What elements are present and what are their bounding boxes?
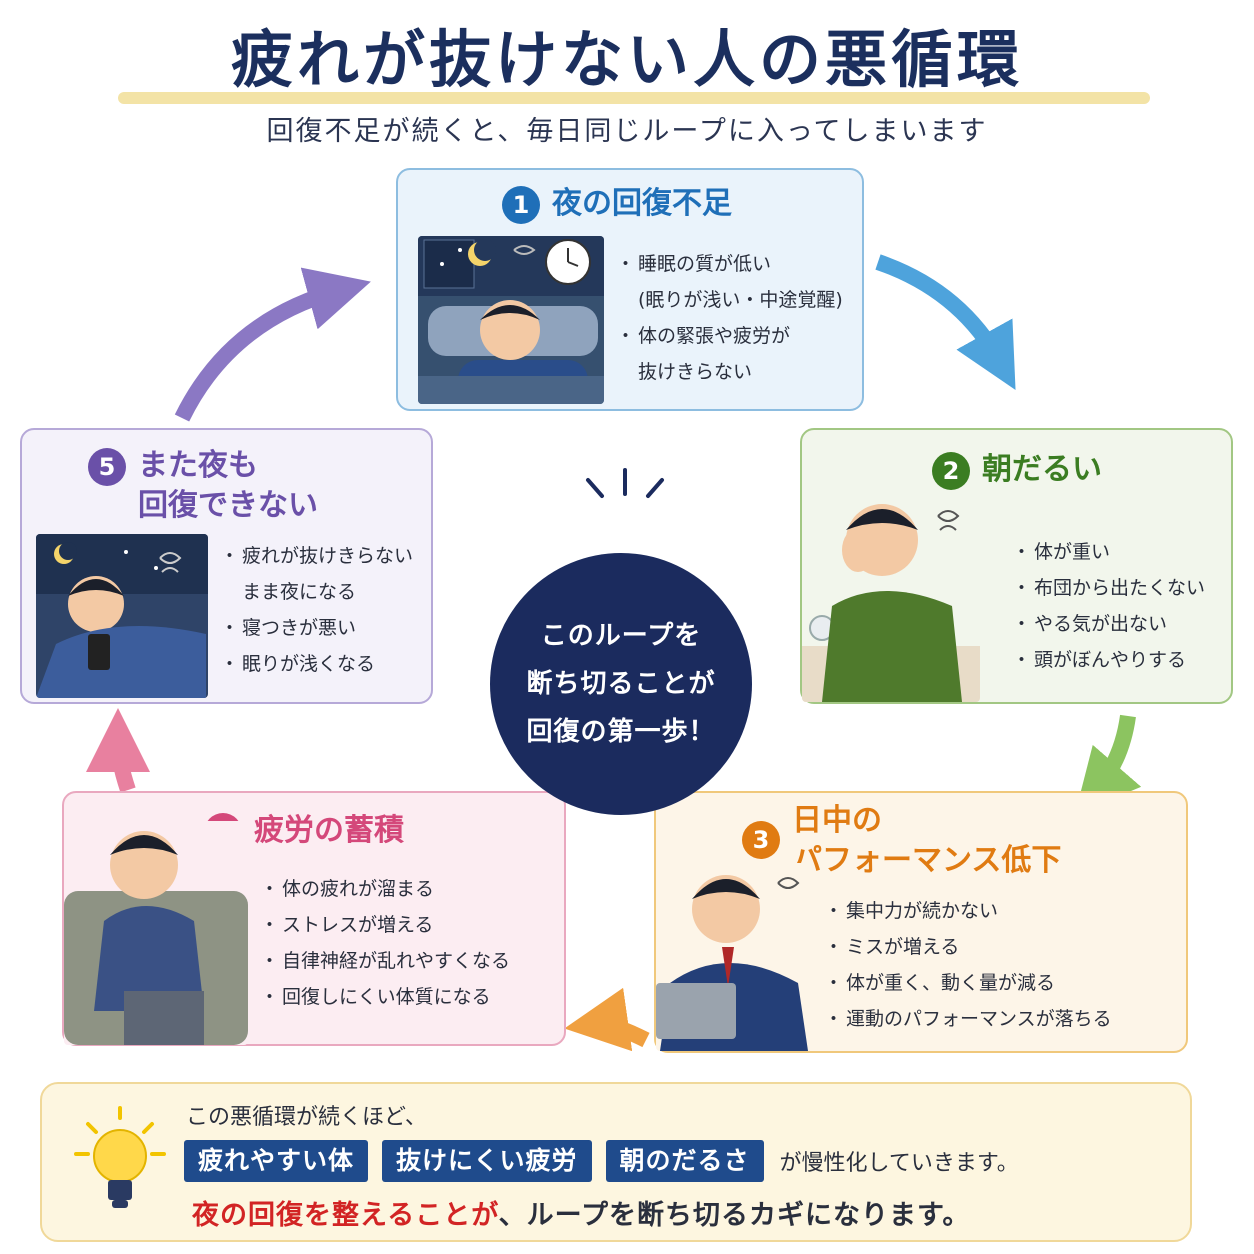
summary-line-1: この悪循環が続くほど、 bbox=[186, 1105, 427, 1130]
step-1-heading: 1 夜の回復不足 bbox=[502, 184, 732, 224]
step-3-item: 集中力が続かない bbox=[824, 893, 1112, 929]
summary-tag: 抜けにくい疲労 bbox=[382, 1140, 592, 1182]
tired-office-worker-illustration bbox=[656, 863, 814, 1051]
step-2-item: やる気が出ない bbox=[1012, 606, 1205, 642]
step-card-3: 3 日中の パフォーマンス低下 集中力が続かない ミスが増える 体が重く、動く量… bbox=[654, 791, 1188, 1053]
arrow-5-to-1 bbox=[174, 267, 371, 422]
center-line-3: 回復の第一歩！ bbox=[526, 717, 716, 747]
step-3-item: 体が重く、動く量が減る bbox=[824, 965, 1112, 1001]
summary-line-3: 夜の回復を整えることが、ループを断ち切るカギになります。 bbox=[192, 1196, 970, 1236]
tired-morning-illustration bbox=[802, 496, 980, 702]
summary-line-3-rest: 、ループを断ち切るカギになります。 bbox=[498, 1200, 971, 1231]
step-5-number: 5 bbox=[88, 448, 126, 486]
arrow-3-to-4 bbox=[564, 987, 650, 1052]
step-3-title-line-2: パフォーマンス低下 bbox=[792, 843, 1062, 878]
step-4-item: ストレスが増える bbox=[260, 907, 510, 943]
step-2-item: 頭がぼんやりする bbox=[1012, 642, 1205, 678]
step-5-title-line-1: また夜も bbox=[138, 448, 258, 483]
arrow-2-to-3 bbox=[1075, 714, 1142, 815]
page-subtitle: 回復不足が続くと、毎日同じループに入ってしまいます bbox=[266, 116, 988, 147]
step-card-4: 4 疲労の蓄積 体の疲れが溜まる ストレスが増える 自律神経が乱れやすくなる 回… bbox=[62, 791, 566, 1046]
summary-tag: 朝のだるさ bbox=[605, 1140, 764, 1182]
step-3-list: 集中力が続かない ミスが増える 体が重く、動く量が減る 運動のパフォーマンスが落… bbox=[824, 893, 1112, 1037]
step-3-item: 運動のパフォーマンスが落ちる bbox=[824, 1001, 1112, 1037]
summary-highlight-text: 夜の回復を整えることが bbox=[192, 1200, 499, 1231]
step-2-number: 2 bbox=[932, 452, 970, 490]
step-1-title: 夜の回復不足 bbox=[552, 186, 732, 221]
step-card-1: 1 夜の回復不足 睡眠の質が低い(眠りが浅い・中途覚醒) 体の緊張や疲労が抜けき… bbox=[396, 168, 864, 411]
step-5-item: 眠りが浅くなる bbox=[220, 646, 413, 682]
lightbulb-icon bbox=[74, 1106, 166, 1208]
step-2-title: 朝だるい bbox=[982, 452, 1102, 487]
step-3-item: ミスが増える bbox=[824, 929, 1112, 965]
exhausted-sofa-illustration bbox=[64, 821, 248, 1045]
center-message-circle: このループを 断ち切ることが 回復の第一歩！ bbox=[490, 553, 752, 815]
step-4-list: 体の疲れが溜まる ストレスが増える 自律神経が乱れやすくなる 回復しにくい体質に… bbox=[260, 871, 510, 1015]
bottom-summary-panel: この悪循環が続くほど、 疲れやすい体 抜けにくい疲労 朝のだるさ が慢性化してい… bbox=[40, 1082, 1192, 1242]
arrow-4-to-5 bbox=[86, 708, 151, 793]
summary-tag: 疲れやすい体 bbox=[184, 1140, 369, 1182]
step-2-item: 体が重い bbox=[1012, 534, 1205, 570]
step-4-item: 体の疲れが溜まる bbox=[260, 871, 510, 907]
phone-in-bed-illustration bbox=[36, 534, 208, 698]
step-card-2: 2 朝だるい 体が重い 布団から出たくない やる気が出ない 頭がぼんやりする bbox=[800, 428, 1233, 704]
step-5-heading: 5 また夜も 回復できない bbox=[88, 446, 318, 526]
title-underline bbox=[118, 92, 1150, 104]
step-3-heading: 3 日中の パフォーマンス低下 bbox=[742, 801, 1061, 881]
step-2-list: 体が重い 布団から出たくない やる気が出ない 頭がぼんやりする bbox=[1012, 534, 1205, 678]
sleepless-night-illustration bbox=[418, 236, 604, 404]
page-title: 疲れが抜けない人の悪循環 bbox=[230, 23, 1023, 96]
center-line-2: 断ち切ることが bbox=[526, 669, 716, 699]
summary-line-2-tail: が慢性化していきます。 bbox=[779, 1151, 1019, 1176]
step-2-item: 布団から出たくない bbox=[1012, 570, 1205, 606]
step-2-heading: 2 朝だるい bbox=[932, 450, 1102, 490]
step-1-number: 1 bbox=[502, 186, 540, 224]
step-1-item: 睡眠の質が低い(眠りが浅い・中途覚醒) bbox=[616, 246, 843, 318]
step-4-title: 疲労の蓄積 bbox=[254, 813, 404, 848]
step-4-item: 自律神経が乱れやすくなる bbox=[260, 943, 510, 979]
step-5-title-line-2: 回復できない bbox=[138, 488, 318, 523]
step-5-item: 寝つきが悪い bbox=[220, 610, 413, 646]
emphasis-rays-icon bbox=[586, 468, 664, 498]
step-3-title-line-1: 日中の bbox=[792, 803, 882, 838]
center-line-1: このループを bbox=[540, 621, 702, 651]
step-3-number: 3 bbox=[742, 821, 780, 859]
step-4-item: 回復しにくい体質になる bbox=[260, 979, 510, 1015]
summary-tag-row: 疲れやすい体 抜けにくい疲労 朝のだるさ が慢性化していきます。 bbox=[184, 1140, 1019, 1182]
arrow-1-to-2 bbox=[875, 254, 1016, 390]
